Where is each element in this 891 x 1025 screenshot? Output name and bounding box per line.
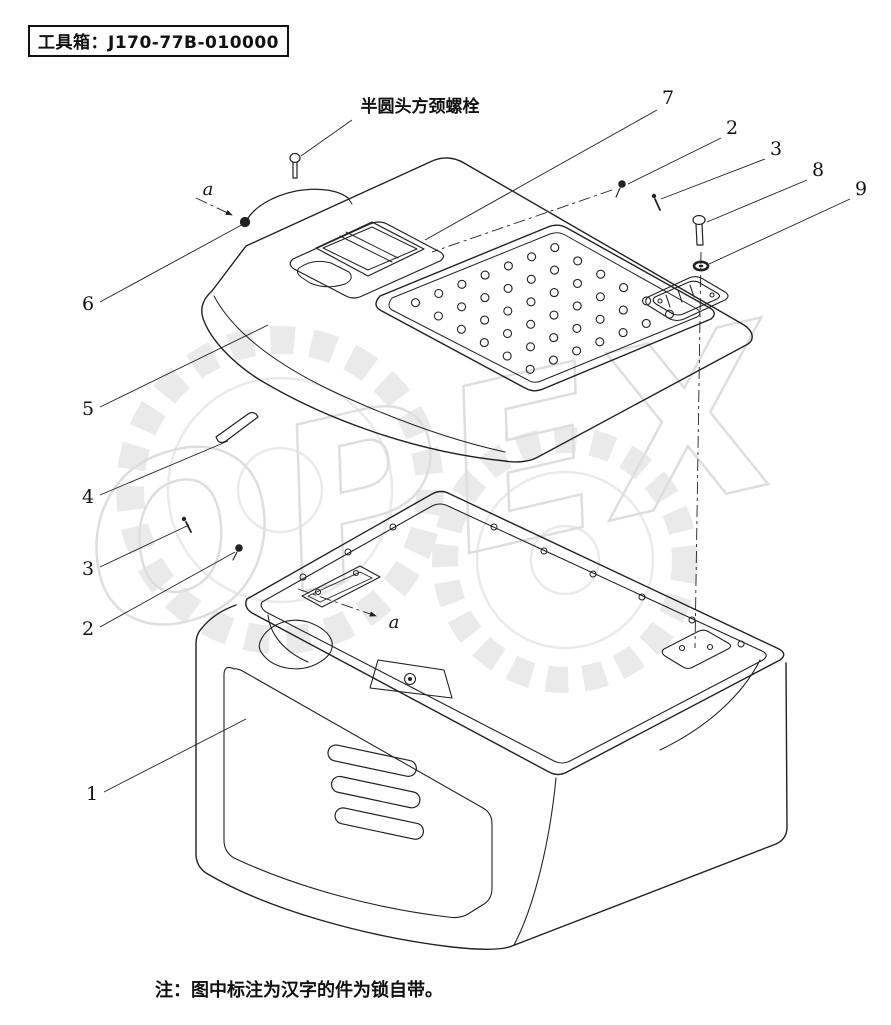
strip-part-4	[215, 411, 259, 444]
callout-3-top: 3	[770, 138, 782, 160]
section-a-top: a	[203, 179, 214, 200]
callout-5: 5	[82, 398, 94, 420]
rivet-part-2-top	[615, 180, 626, 198]
watermark: OPEX	[58, 273, 812, 693]
opex-watermark-text: OPEX	[59, 274, 811, 689]
section-a-bottom: a	[389, 612, 400, 633]
rim-holes	[299, 523, 745, 648]
footnote-text: 注：图中标注为汉字的件为锁自带。	[155, 980, 443, 1001]
bolt-part-8	[692, 214, 706, 246]
leader-lines	[99, 109, 851, 793]
box-keeper-plate	[661, 629, 732, 670]
louver-slots	[327, 744, 425, 840]
lid-keeper-plate	[645, 276, 729, 322]
title-text: 工具箱：J170-77B-010000	[38, 33, 280, 53]
box-interior	[258, 565, 761, 751]
callout-9: 9	[855, 178, 867, 200]
footnote: 注：图中标注为汉字的件为锁自带。	[155, 976, 443, 1002]
pin-part-3-left	[181, 516, 192, 533]
callout-7: 7	[662, 87, 674, 109]
callout-6: 6	[82, 293, 94, 315]
pin-part-3-top	[651, 193, 661, 211]
latch-assembly	[289, 221, 445, 299]
callout-8: 8	[812, 159, 824, 181]
bolt-type-label: 半圆头方颈螺栓	[361, 96, 480, 117]
callout-1: 1	[86, 783, 98, 805]
lid-cover	[201, 157, 753, 463]
callout-2-top: 2	[726, 117, 738, 139]
gear-watermark-left	[116, 326, 444, 654]
center-lines	[195, 189, 702, 649]
box-body	[195, 490, 788, 950]
perforated-plate	[375, 224, 715, 392]
plate-holes	[410, 243, 675, 374]
callout-3-left: 3	[82, 558, 94, 580]
rivet-part-2-left	[232, 544, 243, 561]
lock-rod-part-6	[239, 188, 353, 228]
callout-labels: 半圆头方颈螺栓 7 2 3 8 9 6 5 4 3 2 1 a a	[82, 87, 867, 805]
callout-4: 4	[82, 486, 94, 508]
title-box: 工具箱：J170-77B-010000	[28, 25, 290, 57]
gear-watermark-right	[432, 427, 698, 693]
square-neck-bolt	[289, 152, 301, 179]
callout-2-left: 2	[82, 618, 94, 640]
